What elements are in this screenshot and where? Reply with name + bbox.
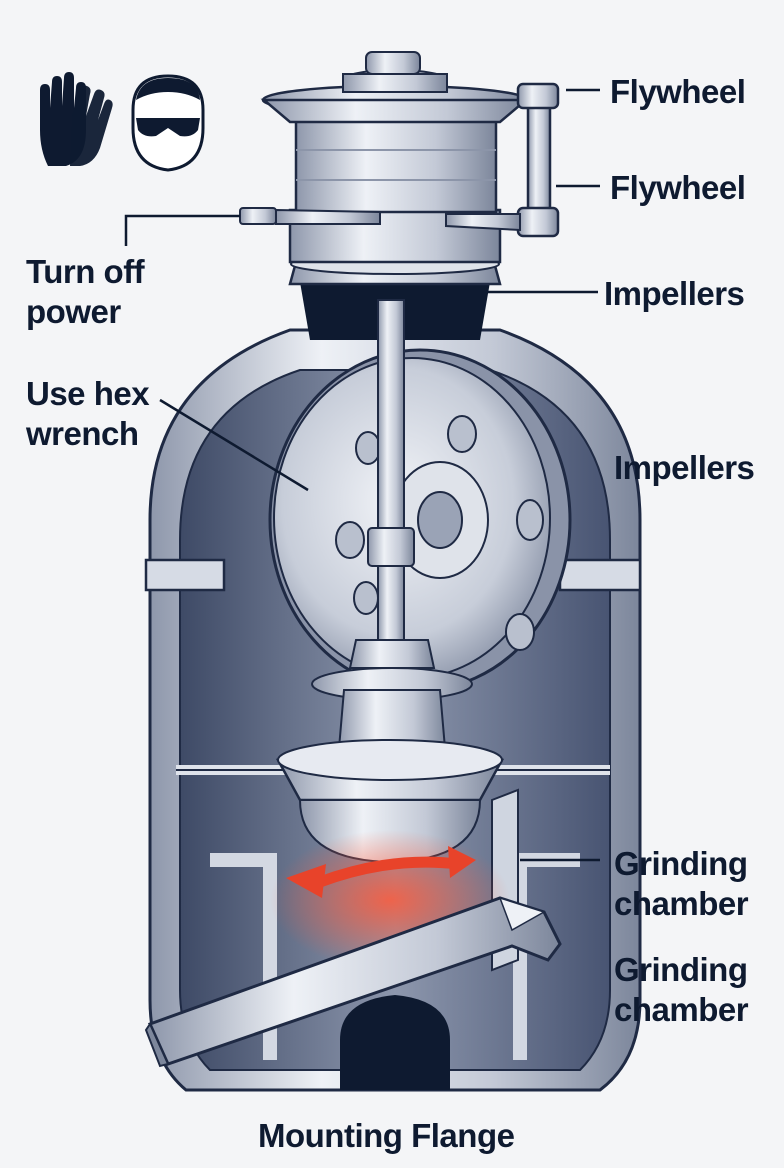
- safety-glasses-icon: [133, 76, 203, 170]
- label-line: Use hex: [26, 374, 149, 414]
- label-text: Impellers: [604, 274, 744, 314]
- label-use-hex-wrench: Use hex wrench: [26, 374, 149, 454]
- label-impellers-mid: Impellers: [614, 448, 754, 488]
- label-turn-off-power: Turn off power: [26, 252, 144, 332]
- label-text: Impellers: [614, 448, 754, 488]
- motor-cap: [263, 52, 527, 284]
- label-line: wrench: [26, 414, 149, 454]
- gloves-icon: [40, 72, 113, 166]
- label-line: chamber: [614, 884, 748, 924]
- label-line: Grinding: [614, 950, 748, 990]
- label-line: power: [26, 292, 144, 332]
- label-text: Mounting Flange: [258, 1116, 514, 1156]
- label-text: Flywheel: [610, 72, 745, 112]
- label-impellers-top: Impellers: [604, 274, 744, 314]
- label-text: Flywheel: [610, 168, 745, 208]
- label-line: Turn off: [26, 252, 144, 292]
- label-grinding-chamber-2: Grinding chamber: [614, 950, 748, 1030]
- label-flywheel-top: Flywheel: [610, 72, 745, 112]
- label-line: chamber: [614, 990, 748, 1030]
- label-line: Grinding: [614, 844, 748, 884]
- label-flywheel-mid: Flywheel: [610, 168, 745, 208]
- label-mounting-flange: Mounting Flange: [258, 1116, 514, 1156]
- label-grinding-chamber-1: Grinding chamber: [614, 844, 748, 924]
